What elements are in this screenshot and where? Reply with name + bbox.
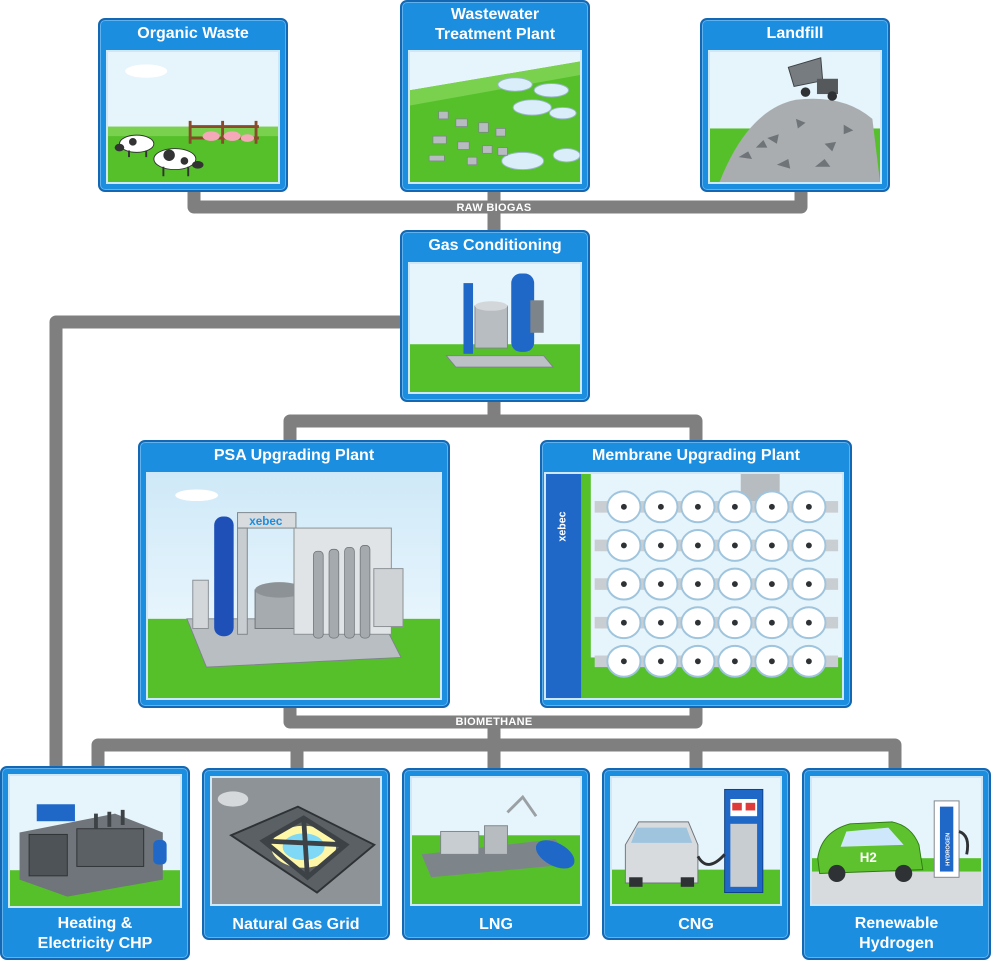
car-icon — [624, 821, 699, 887]
cng-tile: CNG — [602, 768, 790, 940]
lng-plant-illustration — [410, 776, 582, 906]
fence-icon — [188, 120, 259, 144]
xebec-logo: xebec — [249, 515, 283, 528]
hydrogen-car-icon: H2 — [817, 821, 924, 883]
wastewater-title: Wastewater Treatment Plant — [434, 6, 556, 43]
generator-icon — [19, 804, 167, 897]
raw-biogas-pipe — [187, 190, 808, 232]
membrane-plant-illustration: xebec — [544, 472, 844, 700]
hydrogen-station-illustration: H2 HYDROGEN — [810, 776, 983, 906]
chp-title: Heating & Electricity CHP — [37, 915, 153, 952]
hydrogen-dispenser-label: HYDROGEN — [945, 833, 951, 866]
hydrogen-tile: H2 HYDROGEN Renewable Hydrogen — [802, 768, 991, 960]
psa-upgrading-title: PSA Upgrading Plant — [213, 447, 375, 464]
farm-illustration — [106, 50, 280, 184]
cng-station-illustration — [610, 776, 782, 906]
scrubber-tank-icon — [463, 273, 544, 354]
landfill-tile: Landfill — [700, 18, 890, 192]
wastewater-tile: Wastewater Treatment Plant — [400, 0, 590, 192]
membrane-upgrading-title: Membrane Upgrading Plant — [591, 447, 801, 464]
burner-grate-icon — [259, 815, 350, 881]
psa-upgrading-tile: PSA Upgrading Plant xebec — [138, 440, 450, 708]
treatment-plant-illustration — [408, 50, 582, 184]
psa-plant-illustration: xebec — [146, 472, 442, 700]
landfill-title: Landfill — [766, 25, 824, 42]
hydrogen-title: Renewable Hydrogen — [854, 915, 939, 952]
lng-tank-icon — [440, 794, 575, 869]
natural-gas-grid-title: Natural Gas Grid — [232, 916, 360, 933]
organic-waste-tile: Organic Waste — [98, 18, 288, 192]
organic-waste-title: Organic Waste — [137, 25, 249, 42]
gas-conditioning-tile: Gas Conditioning — [400, 230, 590, 402]
conditioning-to-upgrading-pipe — [283, 400, 703, 440]
dump-truck-icon — [787, 57, 838, 101]
xebec-logo: xebec — [556, 511, 568, 541]
biomethane-label: BIOMETHANE — [455, 716, 533, 728]
cow-icon — [114, 134, 204, 177]
chp-bypass-pipe — [49, 315, 402, 768]
generator-illustration — [8, 774, 182, 908]
chp-tile: Heating & Electricity CHP — [0, 766, 190, 960]
gas-conditioning-title: Gas Conditioning — [428, 237, 562, 254]
biomethane-pipe — [91, 706, 902, 768]
lng-tile: LNG — [402, 768, 590, 940]
clarifier-tank-icon — [497, 77, 580, 171]
natural-gas-grid-tile: Natural Gas Grid — [202, 768, 390, 940]
psa-column-icon: xebec — [192, 512, 404, 639]
membrane-upgrading-tile: Membrane Upgrading Plant xebec — [540, 440, 852, 708]
membrane-module-icon — [594, 490, 839, 678]
fuel-dispenser-icon — [696, 788, 764, 894]
conditioning-unit-illustration — [408, 262, 582, 394]
lng-title: LNG — [479, 916, 513, 933]
building-icon — [428, 110, 508, 166]
hydrogen-dispenser-icon: HYDROGEN — [933, 800, 970, 878]
gas-stove-illustration — [210, 776, 382, 906]
h2-label: H2 — [860, 850, 877, 865]
cng-title: CNG — [678, 916, 714, 933]
pig-icon — [202, 131, 255, 142]
raw-biogas-label: RAW BIOGAS — [456, 202, 532, 214]
landfill-illustration — [708, 50, 882, 184]
